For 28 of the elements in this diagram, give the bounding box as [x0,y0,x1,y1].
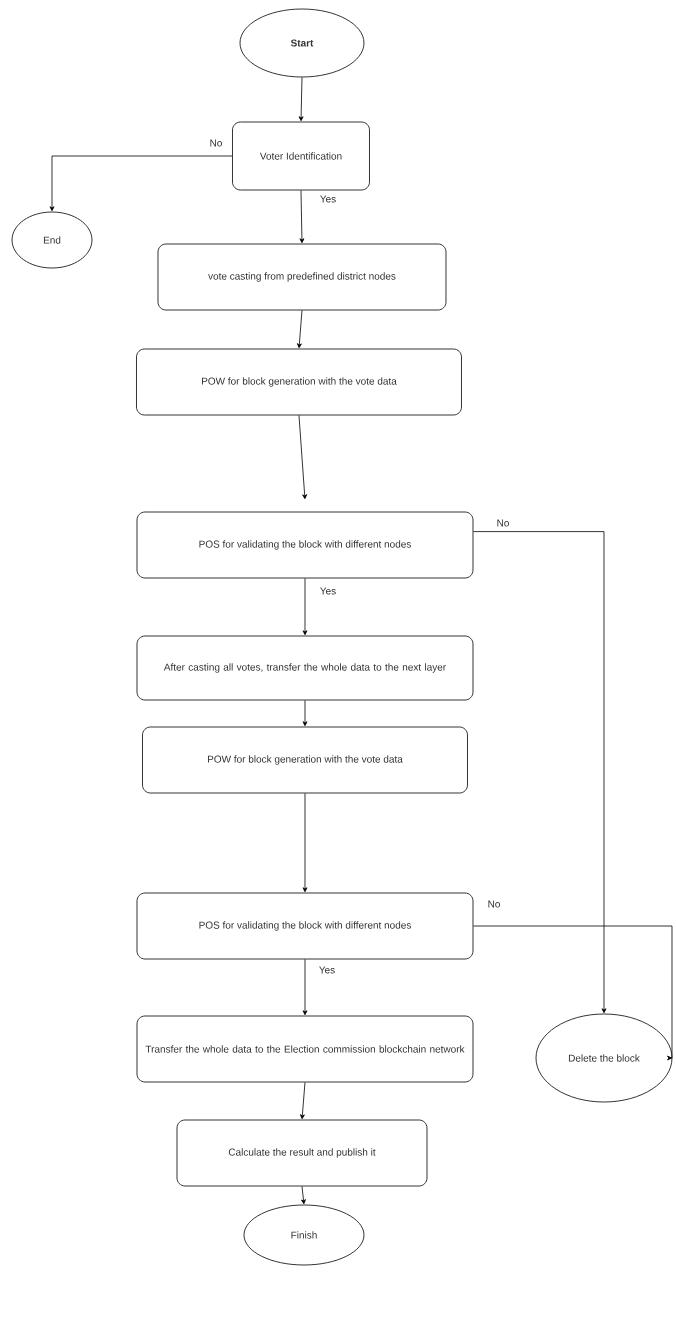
arrow [473,925,673,1061]
edge-label: No [495,518,511,528]
arrow [49,155,233,212]
edge-label: Yes [318,194,338,204]
arrow [298,415,308,500]
arrow [302,700,308,727]
edge-label: No [486,899,502,909]
arrow [473,531,607,1014]
arrow [302,578,308,636]
arrow [302,959,308,1016]
process-box: POS for validating the block with different nodes [136,892,474,960]
arrow [302,793,308,893]
edge-label: Yes [317,965,337,975]
process-box: vote casting from predefined district nodes [157,243,447,311]
process-box: After casting all votes, transfer the whole data to the next layer [136,635,474,701]
arrow [300,1082,306,1120]
arrow [298,77,304,122]
arrow [299,190,305,244]
process-box: POS for validating the block with different nodes [136,511,474,579]
process-box: POW for block generation with the vote data [142,726,468,794]
process-box: Calculate the result and publish it [176,1119,428,1187]
edge-label: No [208,138,224,148]
process-box: Voter Identification [232,121,370,191]
process-box: POW for block generation with the vote data [136,348,462,416]
arrow [296,310,303,349]
edge-label: Yes [318,586,338,596]
process-box: Transfer the whole data to the Election commission blockchain network [136,1015,474,1083]
arrow [301,1186,306,1205]
